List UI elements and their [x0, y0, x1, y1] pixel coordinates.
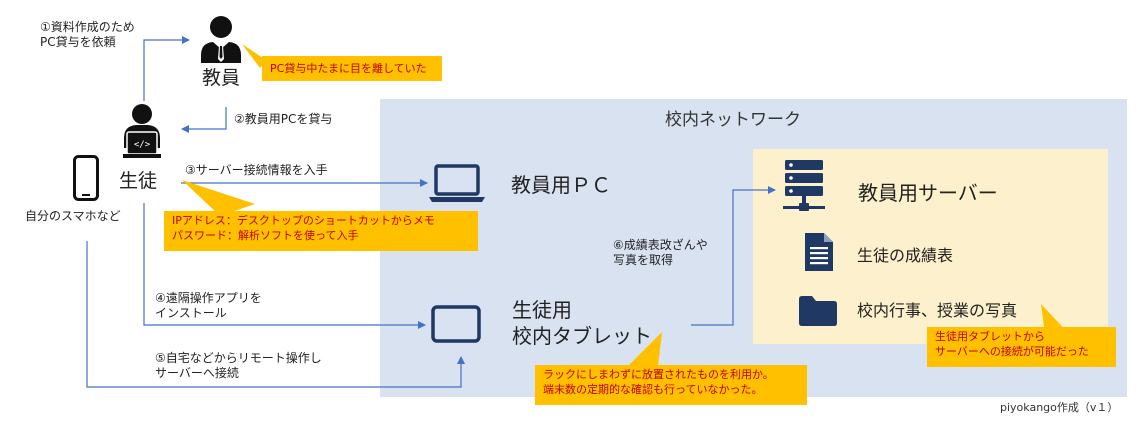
info-note-tail [182, 180, 255, 216]
photos-label: 校内行事、授業の写真 [857, 301, 1018, 320]
tablet-label-line2: 校内タブレット [512, 324, 652, 348]
step-4-label: ④遠隔操作アプリを インストール [155, 291, 262, 321]
tablet-label-line1: 生徒用 [512, 298, 572, 322]
step-5-line1: ⑤自宅などからリモート操作し [155, 351, 322, 365]
arrow-step-4 [143, 203, 426, 329]
step-5-line2: サーバーへ接続 [155, 366, 239, 380]
teacher-icon [201, 16, 241, 63]
svg-text:</>: </> [134, 140, 151, 150]
server-note-tail [1041, 304, 1069, 334]
info-note-line2: パスワード：解析ソフトを使って入手 [172, 228, 359, 242]
arrow-step-5 [86, 241, 465, 388]
teacher-note: PC貸与中たまに目を離していた [262, 56, 442, 81]
info-note-line1: IPアドレス：デスクトップのショートカットからメモ [172, 214, 435, 227]
tablet-label: 生徒用 校内タブレット [512, 297, 652, 349]
laptop-icon [429, 164, 485, 202]
tablet-icon [431, 305, 481, 343]
tablet-note-line1: ラックにしまわずに放置されたものを利用か。 [543, 368, 774, 381]
step-1-line1: ①資料作成のため [40, 20, 135, 34]
step-4-line2: インストール [155, 306, 227, 320]
arrow-step-6 [691, 186, 776, 326]
arrow-step-2 [181, 107, 227, 133]
student-hacker-icon: </> [123, 104, 161, 158]
teacher-note-tail [242, 44, 266, 68]
step-4-line1: ④遠隔操作アプリを [155, 291, 262, 305]
tablet-note-tail [628, 332, 662, 366]
credit-label: piyokango作成（v１） [1000, 401, 1119, 414]
step-6-label: ⑥成績表改ざんや 写真を取得 [613, 238, 708, 268]
info-note: IPアドレス：デスクトップのショートカットからメモ パスワード：解析ソフトを使っ… [164, 211, 478, 251]
grades-label: 生徒の成績表 [857, 246, 954, 265]
tablet-note: ラックにしまわずに放置されたものを利用か。 端末数の定期的な確認も行っていなかっ… [535, 365, 807, 405]
step-6-line1: ⑥成績表改ざんや [613, 238, 708, 252]
smartphone-icon [73, 155, 99, 201]
folder-icon [799, 296, 837, 326]
step-1-label: ①資料作成のため PC貸与を依頼 [40, 20, 135, 50]
server-note-line2: サーバーへの接続が可能だった [935, 344, 1089, 358]
phone-label: 自分のスマホなど [25, 209, 121, 223]
server-note: 生徒用タブレットから サーバーへの接続が可能だった [927, 327, 1116, 367]
network-title: 校内ネットワーク [665, 110, 801, 130]
teacher-pc-label: 教員用ＰＣ [511, 173, 611, 197]
server-note-line1: 生徒用タブレットから [935, 330, 1045, 343]
teacher-label: 教員 [202, 67, 241, 89]
tablet-note-line2: 端末数の定期的な確認も行っていなかった。 [543, 382, 763, 396]
step-3-label: ③サーバー接続情報を入手 [185, 163, 328, 177]
arrow-step-1 [143, 36, 190, 101]
server-title: 教員用サーバー [858, 181, 998, 205]
server-icon [783, 160, 825, 211]
step-5-label: ⑤自宅などからリモート操作し サーバーへ接続 [155, 351, 322, 381]
step-2-label: ②教員用PCを貸与 [234, 112, 333, 126]
document-icon [805, 233, 833, 271]
step-1-line2: PC貸与を依頼 [40, 35, 116, 49]
step-6-line2: 写真を取得 [613, 253, 674, 267]
student-label: 生徒 [119, 170, 158, 192]
